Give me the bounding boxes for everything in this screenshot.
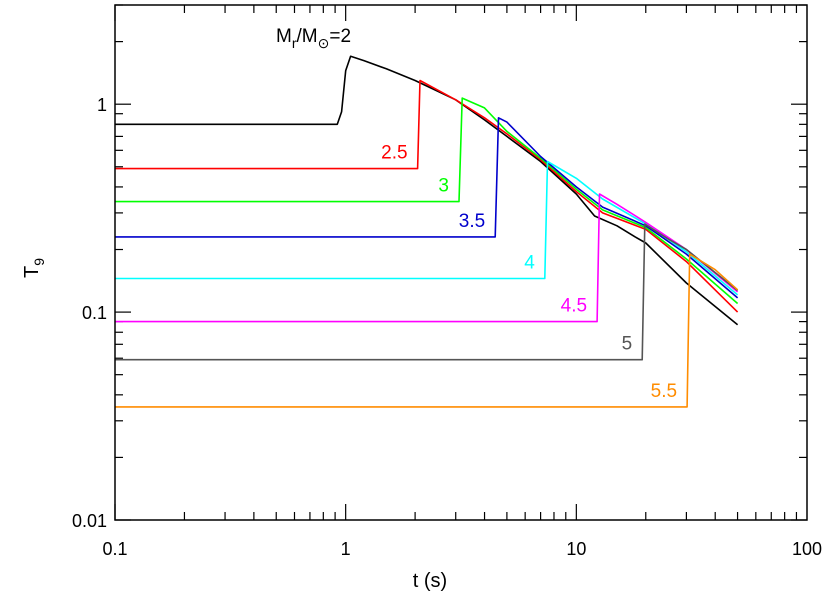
series-line-4: [115, 117, 739, 299]
series-label-layer: Mr/M⊙=2 2.5 3 3.5 4 4.5 5 5.5: [276, 26, 677, 402]
series-label-7: 5: [622, 334, 633, 355]
x-tick-label: 100: [792, 539, 822, 559]
y-tick-label: 0.1: [82, 303, 107, 323]
series-label-6: 4.5: [561, 296, 587, 317]
y-axis-label-sub: 9: [31, 258, 47, 266]
series-label-2: 2.5: [381, 143, 407, 164]
y-tick-label: 1: [97, 95, 107, 115]
series-line-7: [115, 223, 739, 361]
svg-text:T9: T9: [21, 258, 47, 278]
y-axis-label: T9: [21, 258, 47, 278]
series-label-3: 3: [438, 176, 449, 197]
x-axis-label: t (s): [413, 570, 447, 592]
y-tick-label: 0.01: [72, 511, 107, 531]
series-line-5: [115, 160, 739, 296]
ticks-layer: [114, 4, 807, 521]
x-tick-label: 1: [341, 539, 351, 559]
series-label-1: Mr/M⊙=2: [276, 26, 351, 51]
tick-label-layer: 0.1 1 10 100 0.01 0.1 1: [72, 95, 822, 559]
series-line-2: [115, 79, 739, 313]
series-line-1: [115, 55, 739, 326]
series-label-4: 3.5: [459, 211, 485, 232]
plot-frame: [114, 4, 808, 521]
series-line-8: [115, 253, 739, 408]
x-tick-label: 10: [566, 539, 586, 559]
series-label-8: 5.5: [651, 381, 677, 402]
y-axis-label-main: T: [21, 266, 43, 278]
series-layer: [115, 55, 739, 408]
series-line-3: [115, 97, 739, 305]
series-label-5: 4: [524, 253, 535, 274]
x-tick-label: 0.1: [102, 539, 127, 559]
